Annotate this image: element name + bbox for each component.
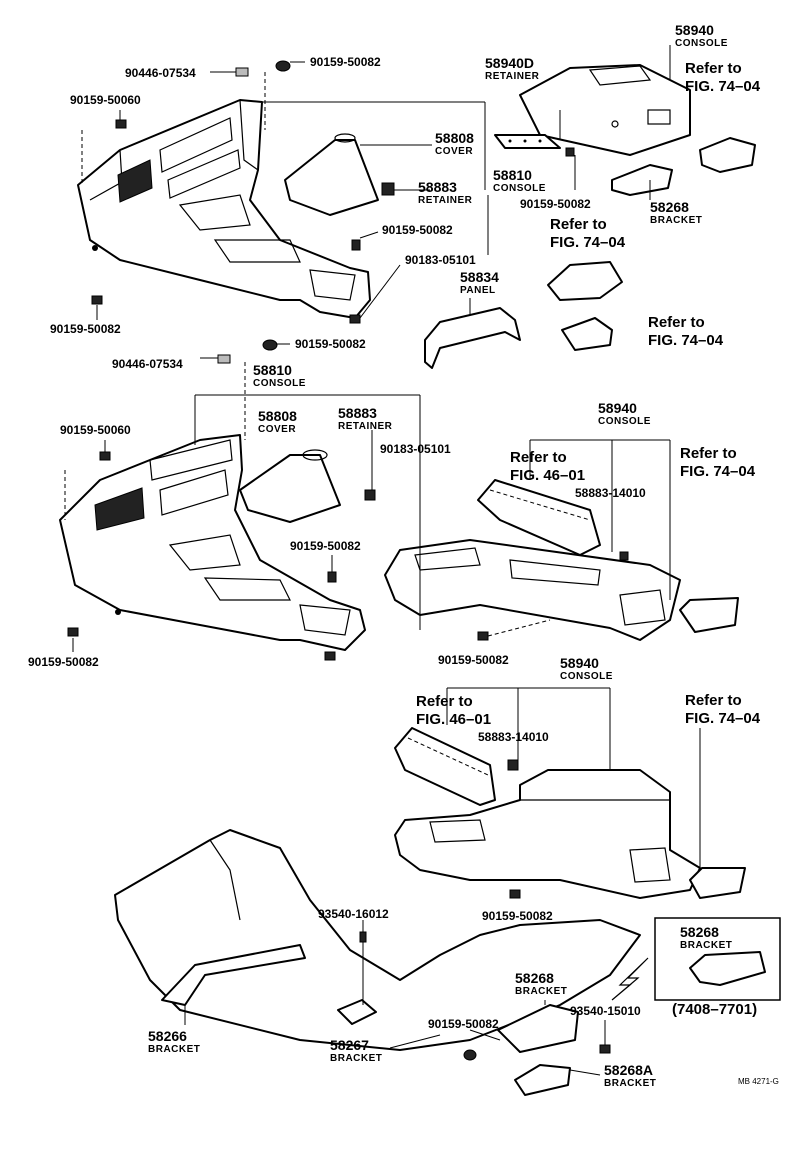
bracket-58268-upper — [611, 164, 673, 196]
leaders-middle — [64, 343, 671, 652]
carpet-floor — [114, 829, 641, 1051]
label-p31n: BRACKET — [680, 940, 732, 951]
switch-upper — [699, 137, 756, 173]
label-p6: 58808 — [435, 130, 474, 146]
bracket-58268A — [514, 1064, 571, 1096]
lower-console — [394, 769, 701, 899]
panel-58834 — [424, 307, 521, 369]
label-p36n: BRACKET — [330, 1053, 382, 1064]
label-ref5a: Refer to — [680, 445, 737, 462]
small-fasteners-middle — [67, 339, 629, 661]
switch-middle — [679, 597, 739, 633]
label-inset-range: (7408–7701) — [672, 1001, 757, 1018]
label-p7n: CONSOLE — [493, 183, 546, 194]
label-p10n: BRACKET — [650, 215, 702, 226]
label-p5: 90159-50060 — [70, 93, 141, 107]
label-ref7b: FIG. 74–04 — [685, 710, 761, 727]
label-p14: 90159-50082 — [50, 322, 121, 336]
label-ref1a: Refer to — [685, 60, 742, 77]
label-p32: 58268 — [515, 970, 554, 986]
switch-lower — [689, 867, 746, 899]
label-p8: 58883 — [418, 179, 457, 195]
label-p4: 90159-50082 — [310, 55, 381, 69]
label-p35n: BRACKET — [148, 1044, 200, 1055]
label-p16: 90159-50082 — [295, 337, 366, 351]
small-fasteners-upper — [91, 60, 575, 324]
label-p13: 58834 — [460, 269, 499, 285]
label-p33: 93540-15010 — [570, 1004, 641, 1018]
label-p11: 90159-50082 — [382, 223, 453, 237]
label-p32n: BRACKET — [515, 986, 567, 997]
drawing-code: MB 4271-G — [738, 1077, 779, 1086]
label-p18n: COVER — [258, 424, 296, 435]
leaders-upper — [81, 45, 671, 320]
fig-ref-part-upper — [547, 261, 623, 351]
bracket-58267 — [337, 999, 377, 1025]
label-p22n: CONSOLE — [598, 416, 651, 427]
retainer-58883-upper — [381, 182, 395, 196]
label-ref3a: Refer to — [648, 314, 705, 331]
label-ref1b: FIG. 74–04 — [685, 78, 761, 95]
label-p37: 58268A — [604, 1062, 653, 1078]
label-p23: 58883-14010 — [575, 486, 646, 500]
label-p27n: CONSOLE — [560, 671, 613, 682]
label-p22: 58940 — [598, 400, 637, 416]
label-ref4a: Refer to — [510, 449, 567, 466]
armrest-lower — [394, 727, 496, 806]
label-p21: 90183-05101 — [380, 442, 451, 456]
label-p1n: CONSOLE — [675, 38, 728, 49]
label-p10: 58268 — [650, 199, 689, 215]
upper-console — [77, 99, 371, 319]
label-p8n: RETAINER — [418, 195, 473, 206]
label-ref4b: FIG. 46–01 — [510, 467, 585, 484]
bracket-58268-lower — [497, 1004, 579, 1053]
label-p25: 90159-50082 — [28, 655, 99, 669]
label-p17: 58810 — [253, 362, 292, 378]
label-p20: 90159-50060 — [60, 423, 131, 437]
middle-console — [59, 434, 366, 651]
label-p17n: CONSOLE — [253, 378, 306, 389]
shift-cover-middle — [239, 449, 341, 523]
label-ref5b: FIG. 74–04 — [680, 463, 756, 480]
label-ref6b: FIG. 46–01 — [416, 711, 491, 728]
label-p7: 58810 — [493, 167, 532, 183]
label-ref3b: FIG. 74–04 — [648, 332, 724, 349]
label-ref7a: Refer to — [685, 692, 742, 709]
label-p9: 90159-50082 — [520, 197, 591, 211]
label-p15: 90446-07534 — [112, 357, 183, 371]
label-ref2b: FIG. 74–04 — [550, 234, 626, 251]
label-p37n: BRACKET — [604, 1078, 656, 1089]
label-p30: 93540-16012 — [318, 907, 389, 921]
console-58940-middle — [384, 539, 681, 641]
label-p36: 58267 — [330, 1037, 369, 1053]
label-p26: 90159-50082 — [438, 653, 509, 667]
label-p2n: RETAINER — [485, 71, 540, 82]
small-fasteners-lower — [359, 759, 611, 1061]
label-p27: 58940 — [560, 655, 599, 671]
label-p28: 58883-14010 — [478, 730, 549, 744]
label-p18: 58808 — [258, 408, 297, 424]
retainer-strip — [494, 134, 561, 149]
shift-cover-upper — [284, 133, 379, 216]
label-p19n: RETAINER — [338, 421, 393, 432]
label-p3: 90446-07534 — [125, 66, 196, 80]
armrest-middle — [477, 479, 601, 556]
label-p1: 58940 — [675, 22, 714, 38]
inset-box — [611, 917, 781, 1001]
label-p35: 58266 — [148, 1028, 187, 1044]
label-p12: 90183-05101 — [405, 253, 476, 267]
console-lid-upper — [519, 64, 691, 156]
leaders-lower — [184, 687, 701, 1076]
label-p13n: PANEL — [460, 285, 496, 296]
label-ref6a: Refer to — [416, 693, 473, 710]
label-ref2a: Refer to — [550, 216, 607, 233]
label-p29: 90159-50082 — [482, 909, 553, 923]
label-p24: 90159-50082 — [290, 539, 361, 553]
label-p6n: COVER — [435, 146, 473, 157]
label-p34: 90159-50082 — [428, 1017, 499, 1031]
label-p19: 58883 — [338, 405, 377, 421]
label-p2: 58940D — [485, 55, 534, 71]
label-p31: 58268 — [680, 924, 719, 940]
